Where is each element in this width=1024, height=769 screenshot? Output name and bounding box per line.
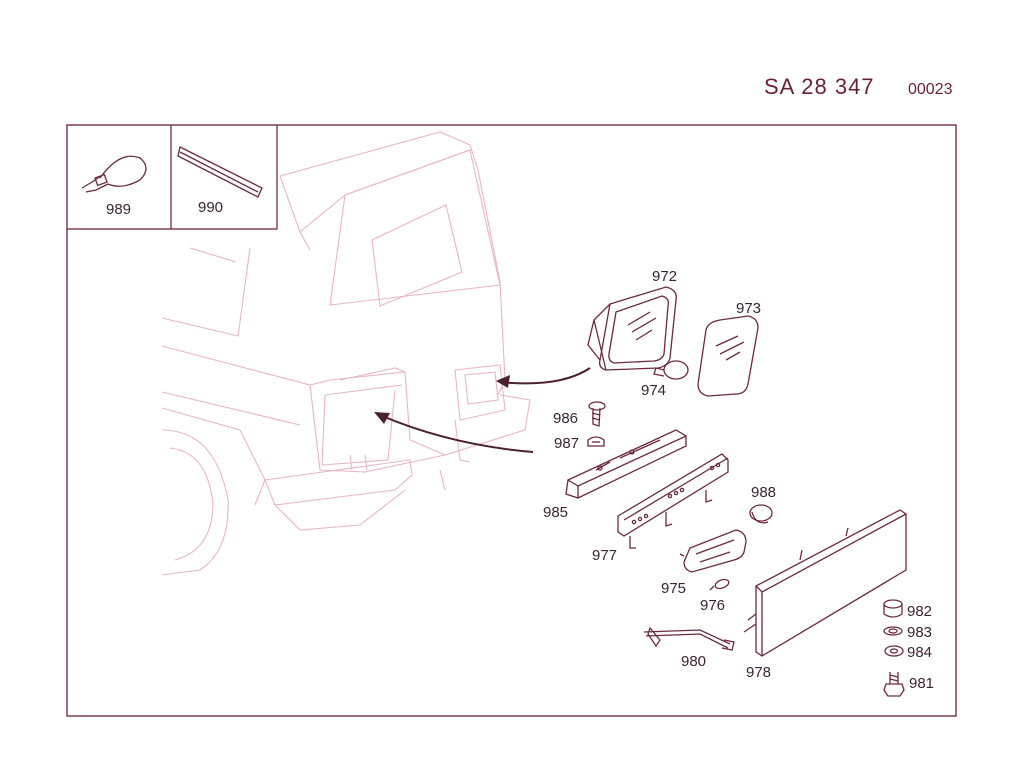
label-985: 985 [543,504,568,521]
label-989: 989 [106,201,131,218]
label-983: 983 [907,624,932,641]
bolt-981 [883,672,905,697]
arrow-head [374,412,390,424]
label-986: 986 [553,410,578,427]
lamp-housing-972 [587,286,677,371]
sealing-strip-icon [177,146,263,198]
label-990: 990 [198,199,223,216]
label-978: 978 [746,664,771,681]
label-975: 975 [661,580,686,597]
label-984: 984 [907,644,932,661]
label-981: 981 [909,675,934,692]
inset-panels [67,125,278,230]
plate-lamp-975 [679,529,747,573]
bracket-977 [617,453,729,549]
spring-washer-983 [883,626,903,636]
label-976: 976 [700,597,725,614]
label-982: 982 [907,603,932,620]
label-974: 974 [641,382,666,399]
cap-nut-982 [883,599,903,618]
cable-tie-icon [81,155,147,193]
label-988: 988 [751,484,776,501]
label-977: 977 [592,547,617,564]
bulb-974 [653,360,689,380]
arrow-head [496,375,510,388]
diagram-frame [66,124,957,717]
label-980: 980 [681,653,706,670]
sheet-code: SA 28 347 [764,74,875,99]
part-labels: 989 990 972 973 974 975 976 977 978 980 … [106,199,934,692]
clip-987 [587,436,605,447]
vehicle-rear-outline [161,131,531,576]
license-plate-holder-978 [743,509,907,657]
screw-986 [588,401,606,427]
sheet-number: 00023 [908,81,953,98]
label-972: 972 [652,268,677,285]
label-987: 987 [554,435,579,452]
lamp-lens-973 [697,315,759,397]
lamp-bar-985 [565,429,687,499]
assembly-arrows [379,367,591,453]
cap-988 [749,504,773,524]
bulb-976 [709,578,730,591]
label-973: 973 [736,300,761,317]
bracket-rod-980 [643,626,735,651]
washer-984 [884,645,904,657]
